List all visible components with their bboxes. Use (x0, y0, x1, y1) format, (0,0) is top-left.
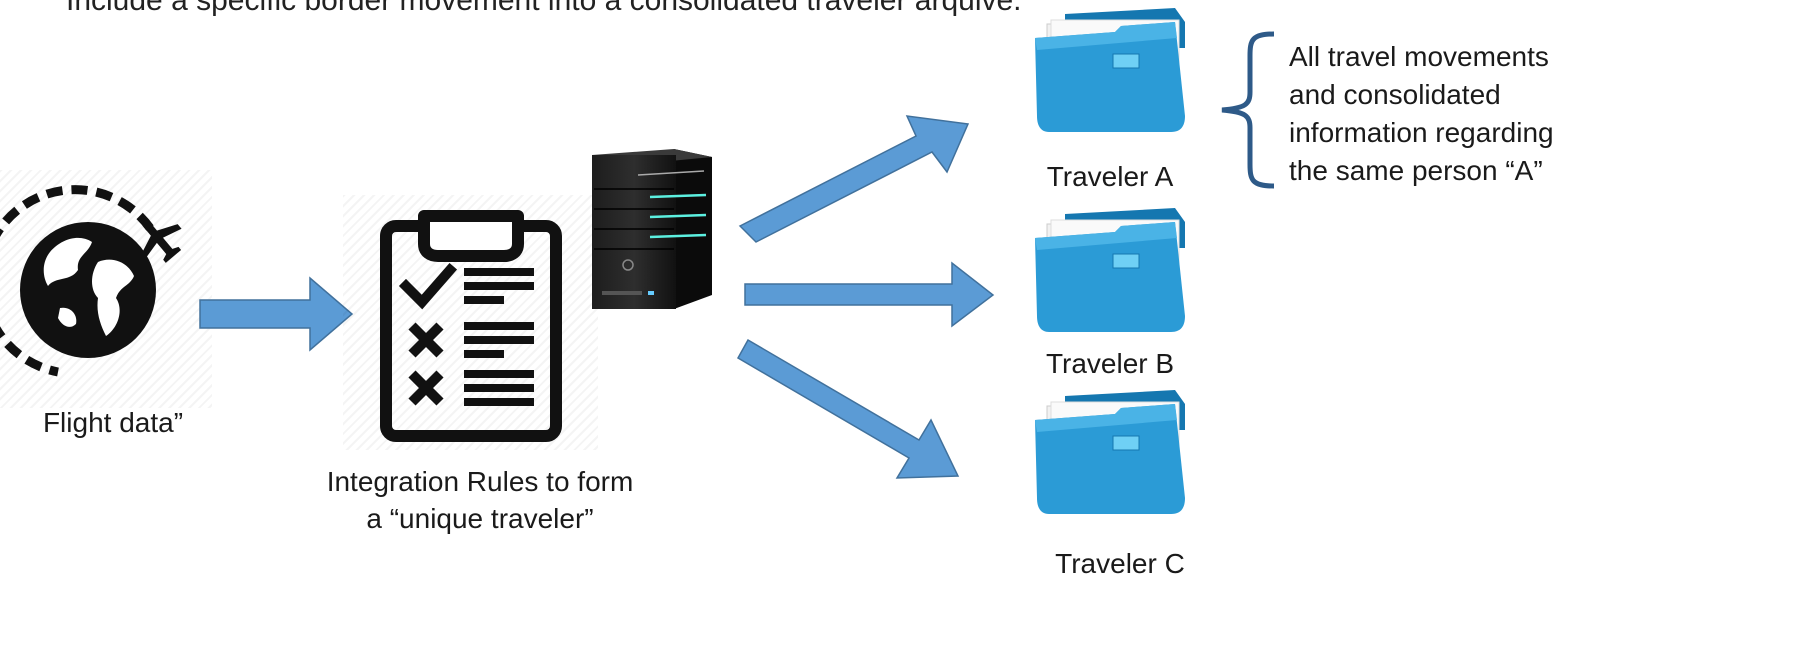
folder-icon-c (1035, 390, 1185, 514)
traveler-label-a: Traveler A (1046, 161, 1174, 192)
clipboard-checklist-icon (380, 210, 562, 442)
traveler-label-b: Traveler B (1045, 348, 1175, 379)
header-text: Include a specific border movement into … (66, 0, 1022, 17)
curly-brace (1221, 31, 1275, 189)
globe-plane-icon (0, 185, 182, 377)
note-line-3: information regarding (1289, 117, 1554, 148)
arrow-to-traveler-a (738, 115, 970, 243)
rules-label-line2: a “unique traveler” (366, 503, 594, 534)
note-line-2: and consolidated (1289, 79, 1501, 110)
traveler-label-c: Traveler C (1055, 548, 1185, 579)
rules-label-line1: Integration Rules to form (326, 466, 634, 497)
arrow-to-traveler-c (736, 338, 960, 479)
flight-data-label: Flight data” (42, 407, 184, 438)
folder-icon-b (1035, 208, 1185, 332)
server-icon (592, 149, 712, 309)
folder-icon-a (1035, 8, 1185, 132)
note-line-4: the same person “A” (1289, 155, 1543, 186)
note-line-1: All travel movements (1289, 41, 1549, 72)
arrow-to-traveler-b (744, 261, 995, 328)
traveler-a-note: All travel movements and consolidated in… (1289, 38, 1554, 190)
